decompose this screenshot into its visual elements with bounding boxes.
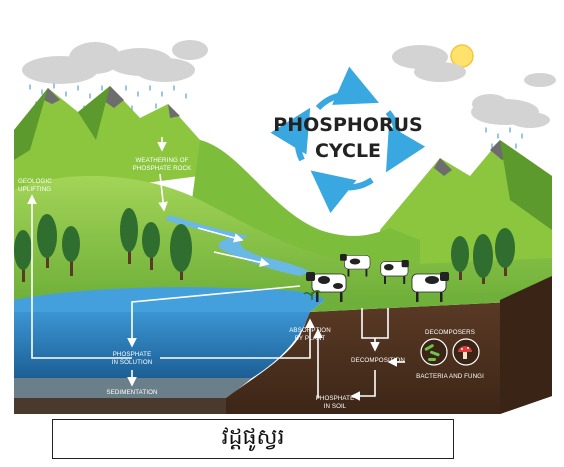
label-decomposers: DECOMPOSERS — [425, 329, 475, 336]
sediment-layer — [14, 378, 252, 398]
cloud-group-right — [392, 45, 556, 128]
label-phosphate-solution-2: IN SOLUTION — [112, 359, 153, 366]
title-line-1: PHOSPHORUS — [273, 114, 422, 136]
label-phosphate-soil-1: PHOSPHATE — [316, 395, 355, 402]
label-weathering-2: PHOSPHATE ROCK — [133, 165, 192, 172]
label-weathering-1: WEATHERING OF — [135, 157, 188, 164]
bottom-edge — [14, 398, 226, 414]
label-geologic-1: GEOLOGIC — [18, 178, 52, 185]
cow-icon — [411, 272, 449, 302]
label-bacteria-fungi: BACTERIA AND FUNGI — [416, 373, 484, 380]
cow-icon — [340, 254, 371, 277]
bacteria-icon — [420, 338, 448, 366]
trees-right — [451, 228, 515, 284]
soil-front — [226, 300, 552, 414]
plant-icon — [303, 289, 321, 300]
soil-side — [500, 276, 552, 414]
label-absorption-1: ABSORPTION — [289, 327, 331, 334]
flow-arrows — [27, 137, 405, 401]
cow-icon — [306, 272, 347, 302]
phosphorus-cycle-diagram: PHOSPHORUS CYCLE WEATHERING OF PHOSPHATE… — [14, 40, 556, 414]
lake — [14, 287, 325, 312]
water-body — [14, 312, 310, 378]
river — [165, 215, 310, 276]
fungi-icon — [452, 338, 480, 366]
label-geologic-2: UPLIFTING — [18, 186, 51, 193]
label-phosphate-solution-1: PHOSPHATE — [113, 351, 152, 358]
label-phosphate-soil-2: IN SOIL — [324, 403, 347, 410]
caption-box: វដ្តផូស្វរ — [52, 419, 454, 459]
label-absorption-2: BY PLANT — [295, 335, 326, 342]
mountains-left — [14, 86, 230, 200]
cow-icon — [380, 260, 409, 284]
title-line-2: CYCLE — [315, 140, 381, 162]
green-land — [14, 176, 552, 300]
caption-text: វដ្តផូស្វរ — [221, 425, 285, 450]
cycle-arrows-icon — [270, 66, 426, 214]
trees-left — [14, 208, 192, 282]
label-sedimentation: SEDIMENTATION — [106, 389, 157, 396]
soil-top-edge — [310, 290, 552, 312]
label-decomposition: DECOMPOSITION — [351, 357, 405, 364]
